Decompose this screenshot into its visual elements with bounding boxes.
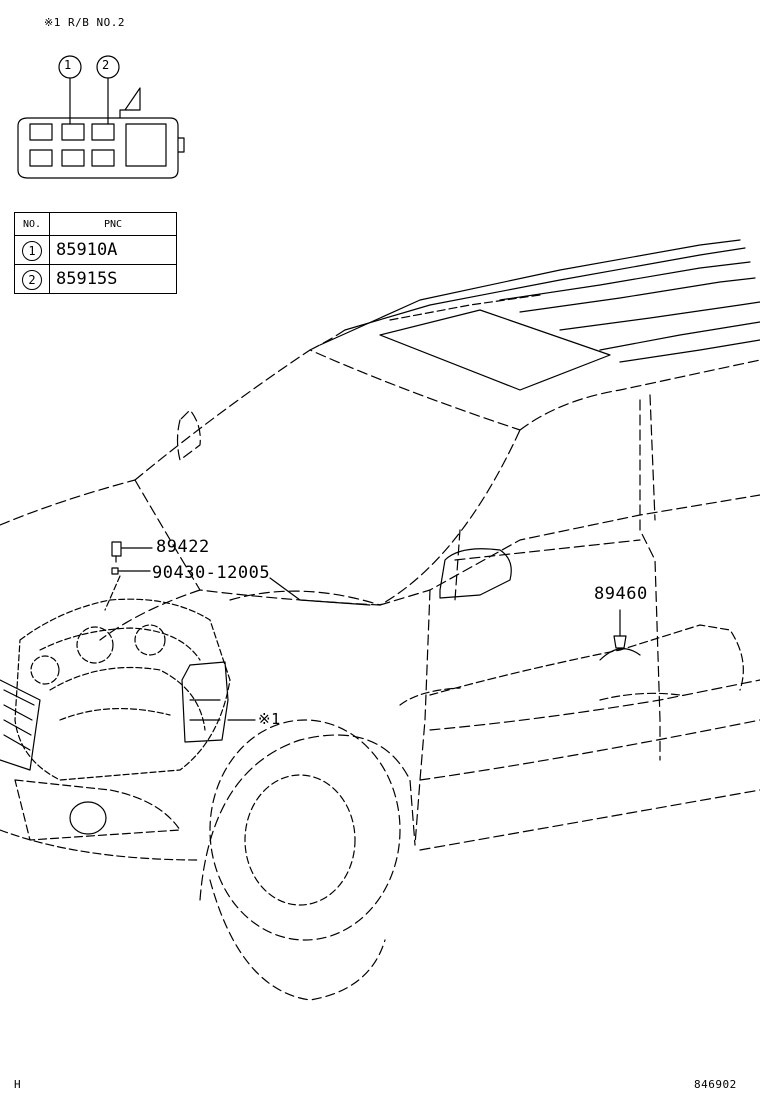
part-label-relay-ref[interactable]: ※1	[258, 710, 281, 728]
relay-box-drawing	[17, 77, 185, 179]
callout-1-text: 1	[64, 58, 72, 72]
part-label-89422[interactable]: 89422	[156, 537, 210, 557]
table-header-row: NO. PNC	[14, 212, 177, 236]
floor-outline	[399, 624, 744, 706]
row-number-2: 2	[22, 269, 42, 290]
footer-code-left: H	[14, 1078, 22, 1091]
row-number-1: 1	[22, 240, 42, 261]
sunroof	[379, 309, 611, 391]
footer-code-right: 846902	[694, 1078, 737, 1091]
callout-circle-1	[58, 55, 82, 79]
bolt-drawing	[104, 567, 371, 611]
side-mirror	[439, 548, 512, 599]
part-label-90430[interactable]: 90430-12005	[152, 563, 271, 583]
header-no: NO.	[14, 212, 50, 236]
sensor-89460-drawing	[599, 609, 641, 661]
callout-2-text: 2	[102, 58, 110, 72]
pnc-table: NO. PNC 1 85910A 2 85915S	[14, 212, 177, 294]
header-pnc: PNC	[49, 212, 177, 236]
table-row: 1 85910A	[14, 235, 177, 265]
sensor-89422-drawing	[111, 541, 153, 563]
roof-rails	[319, 239, 760, 363]
relay-box-in-vehicle	[181, 661, 229, 743]
table-row: 2 85915S	[14, 264, 177, 294]
relay-box-title: ※1 R/B NO.2	[44, 16, 125, 29]
pnc-value-2[interactable]: 85915S	[49, 264, 177, 294]
engine-bay	[14, 598, 231, 781]
part-label-89460[interactable]: 89460	[594, 584, 648, 604]
pnc-value-1[interactable]: 85910A	[49, 235, 177, 265]
front-grille	[0, 679, 201, 861]
callout-circle-2	[96, 55, 120, 79]
front-wheel	[199, 719, 416, 1001]
